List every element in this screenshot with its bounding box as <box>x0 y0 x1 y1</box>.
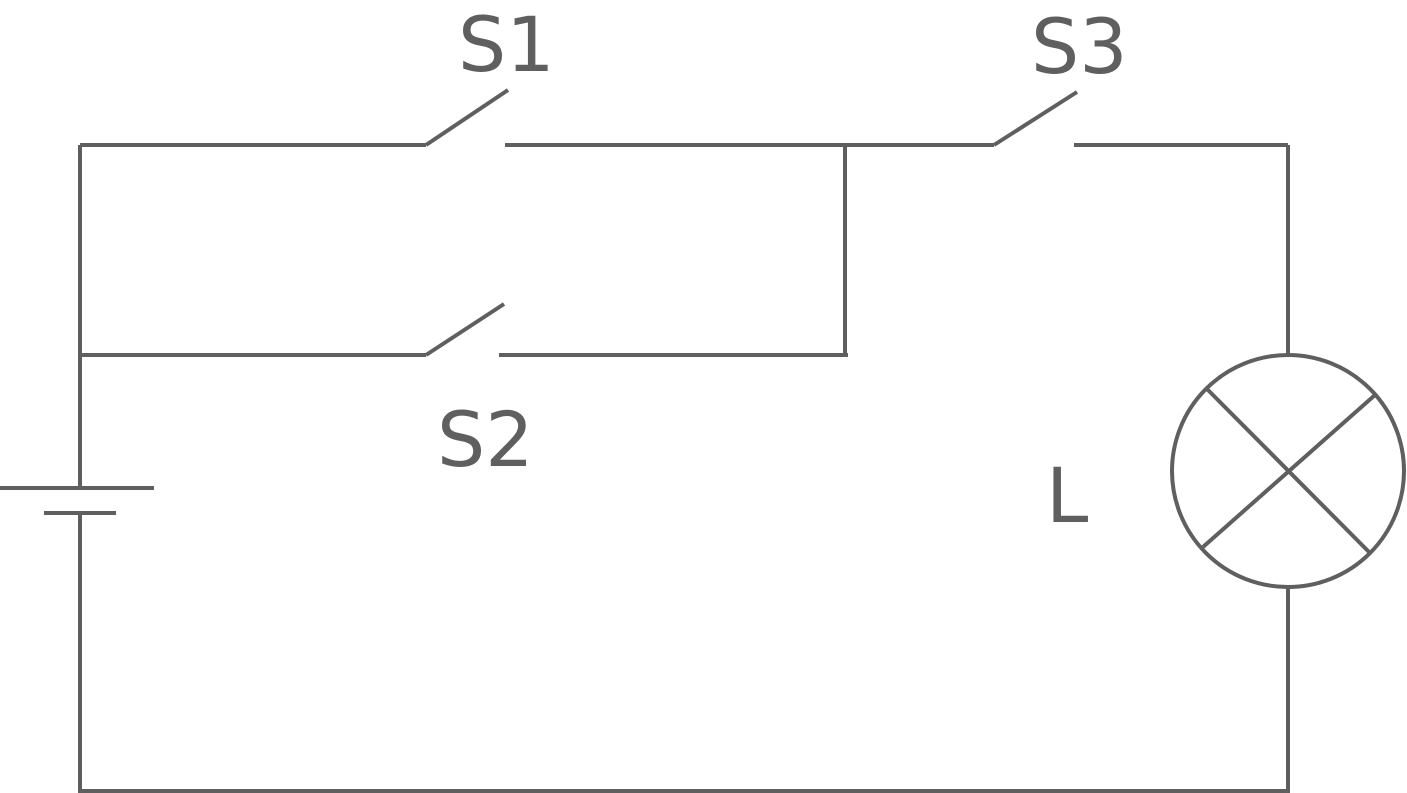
top-branch <box>80 88 845 147</box>
switch-s2-label: S2 <box>437 395 534 484</box>
switch-s1-blade <box>424 88 510 147</box>
lamp-label: L <box>1046 451 1088 540</box>
s3-branch <box>845 90 1290 355</box>
switch-s3-blade <box>992 90 1079 147</box>
lamp-cross-b <box>1201 393 1377 549</box>
switch-s2-blade <box>424 302 506 357</box>
lamp-icon <box>1170 353 1406 589</box>
battery-cell-icon <box>0 486 154 515</box>
battery-side <box>0 145 154 791</box>
s2-branch <box>80 302 848 357</box>
return-path <box>78 587 1290 793</box>
switch-s3-label: S3 <box>1031 2 1128 91</box>
switch-s1-label: S1 <box>458 0 555 89</box>
